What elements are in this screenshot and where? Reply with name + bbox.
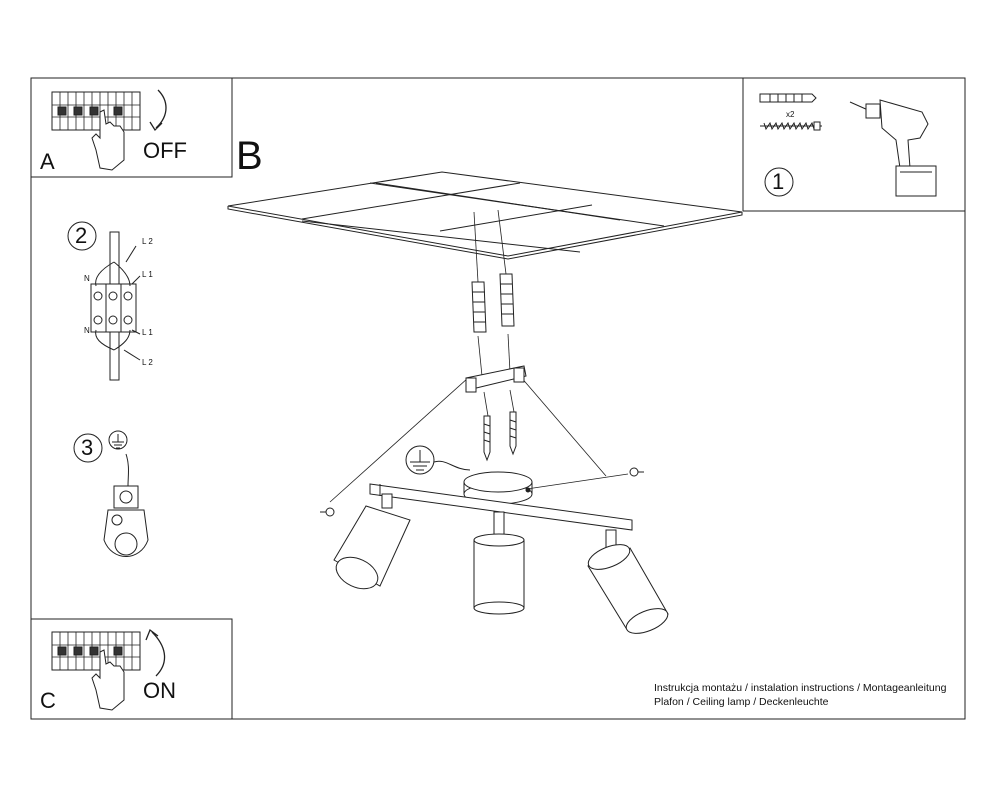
arrow-down-icon bbox=[149, 89, 167, 132]
bracket-screw-icon bbox=[483, 411, 517, 462]
step-1-circle bbox=[764, 167, 794, 197]
lamp-bar-icon bbox=[369, 483, 633, 531]
panel-1-box bbox=[742, 77, 966, 212]
step-3-circle bbox=[73, 433, 103, 463]
wall-anchor-icon bbox=[759, 93, 817, 103]
terminal-block-icon bbox=[90, 231, 141, 381]
mounting-bracket-icon bbox=[465, 365, 527, 393]
panel-a-letter: A bbox=[40, 149, 55, 174]
hand-off-icon bbox=[91, 109, 125, 171]
drill-icon bbox=[849, 99, 937, 197]
hand-on-icon bbox=[91, 649, 125, 711]
wire-l1-top: L 1 bbox=[142, 270, 153, 279]
end-screw-icon bbox=[320, 467, 644, 517]
spotlight-center-icon bbox=[473, 511, 525, 615]
wire-l1-bottom: L 1 bbox=[142, 328, 153, 337]
canopy-icon bbox=[463, 471, 533, 505]
ground-symbol-small-icon bbox=[108, 430, 128, 450]
wall-plug-icon bbox=[471, 273, 515, 333]
step-3-label: 3 bbox=[81, 435, 94, 460]
panel-c-letter: C bbox=[40, 688, 56, 713]
breaker-box-off-icon bbox=[51, 91, 141, 131]
footer-instructions: Instrukcja montażu / instalation instruc… bbox=[654, 682, 947, 694]
wire-n-top: N bbox=[84, 274, 90, 283]
step-2-label: 2 bbox=[75, 223, 88, 248]
panel-b-letter: B bbox=[236, 134, 263, 178]
wire-n-bottom: N bbox=[84, 326, 90, 335]
panel-c-state: ON bbox=[143, 678, 176, 703]
spotlight-right-icon bbox=[587, 529, 669, 634]
screw-icon bbox=[760, 121, 822, 131]
outer-frame bbox=[30, 77, 966, 720]
step-2-circle bbox=[67, 221, 97, 251]
arrow-up-icon bbox=[145, 628, 166, 677]
panel-a-state: OFF bbox=[143, 138, 187, 163]
footer-product: Plafon / Ceiling lamp / Deckenleuchte bbox=[654, 696, 829, 708]
breaker-box-on-icon bbox=[51, 631, 141, 671]
panel-a-box bbox=[30, 77, 233, 178]
wire-l2-bottom: L 2 bbox=[142, 358, 153, 367]
ceiling-grid-icon bbox=[227, 171, 743, 260]
panel-c-box bbox=[30, 618, 233, 720]
guide-lines bbox=[329, 209, 629, 503]
spotlight-left-icon bbox=[333, 493, 411, 590]
wire-l2-top: L 2 bbox=[142, 237, 153, 246]
anchor-count: x2 bbox=[786, 110, 795, 119]
ground-terminal-icon bbox=[103, 453, 149, 557]
ground-symbol-icon bbox=[405, 445, 471, 475]
step-1-label: 1 bbox=[772, 169, 785, 194]
